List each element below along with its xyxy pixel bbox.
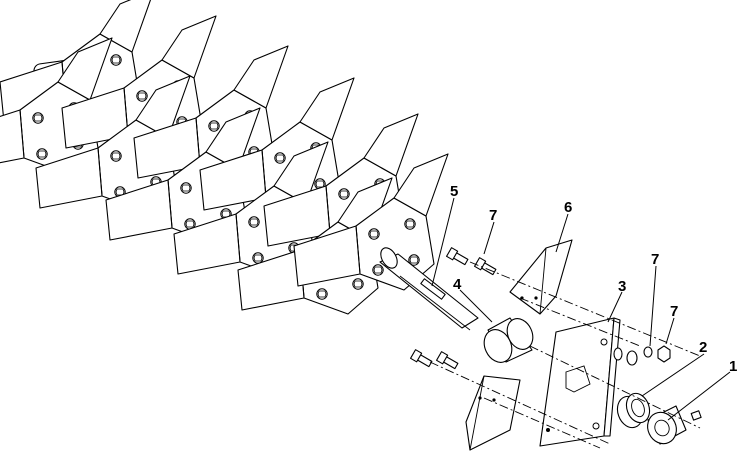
callout-2: 2 — [699, 339, 707, 356]
callout-3: 3 — [618, 278, 626, 295]
assembly-axis-lines — [429, 261, 701, 449]
lower-blade-plate — [465, 375, 521, 451]
callout-7-washer: 7 — [651, 251, 659, 268]
bearing-housing-part — [647, 405, 702, 445]
bolts-lower — [410, 349, 459, 370]
callout-7-nut: 7 — [670, 303, 678, 320]
callout-6: 6 — [564, 199, 572, 216]
callout-5: 5 — [450, 183, 458, 200]
callout-1: 1 — [729, 358, 737, 375]
callout-4: 4 — [453, 276, 462, 293]
bushing-part — [483, 317, 534, 363]
reel-blade-assembly — [0, 0, 448, 314]
mounting-plate-part — [539, 317, 621, 447]
shaft-part — [379, 247, 479, 331]
washers-and-nuts — [613, 345, 671, 366]
callout-7-upper-bolts: 7 — [489, 207, 497, 224]
leader-lines — [431, 197, 731, 421]
blade-plate-part — [509, 239, 573, 315]
bolts-upper — [446, 247, 497, 276]
callout-labels: 1 2 3 4 5 6 7 7 7 — [450, 183, 737, 375]
